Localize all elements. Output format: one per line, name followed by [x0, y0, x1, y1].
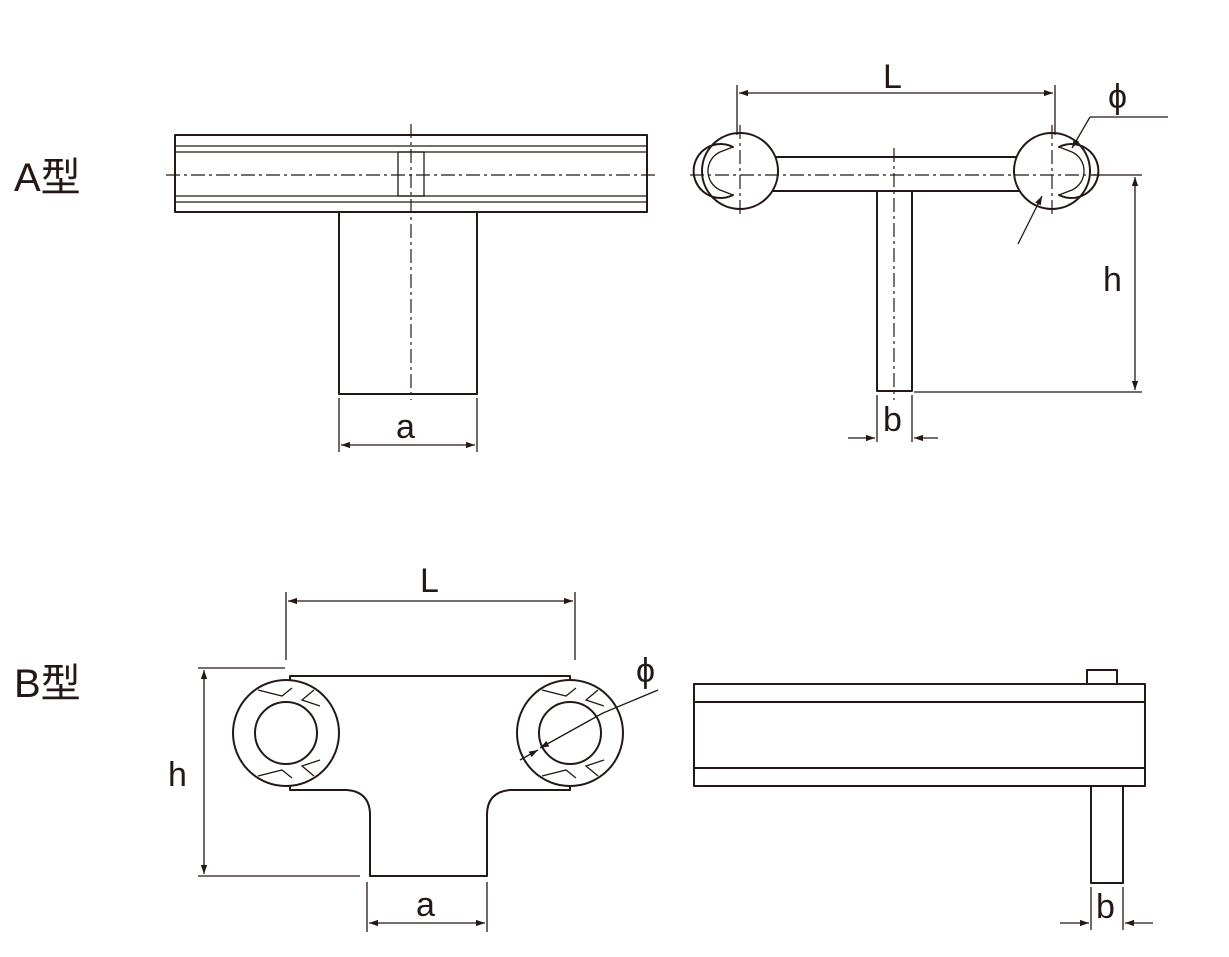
type-a-side-view — [690, 85, 1168, 442]
type-b-label: B型 — [14, 662, 81, 706]
type-a-dimension-L: L — [883, 58, 902, 96]
type-a-front-view — [166, 124, 656, 452]
type-a-dimension-phi: ϕ — [1108, 78, 1127, 116]
type-b-dimension-a: a — [416, 886, 435, 924]
type-a-dimension-h: h — [1103, 261, 1122, 299]
type-b-dimension-b: b — [1096, 888, 1115, 926]
type-a-label: A型 — [14, 156, 81, 200]
type-a-dimension-b: b — [883, 401, 902, 439]
type-b-front-view — [198, 592, 659, 932]
type-b-dimension-h: h — [168, 756, 187, 794]
type-b-dimension-phi: ϕ — [636, 652, 655, 690]
type-a-dimension-a: a — [396, 408, 415, 446]
type-b-dimension-L: L — [420, 562, 439, 600]
type-b-side-view — [693, 669, 1153, 930]
